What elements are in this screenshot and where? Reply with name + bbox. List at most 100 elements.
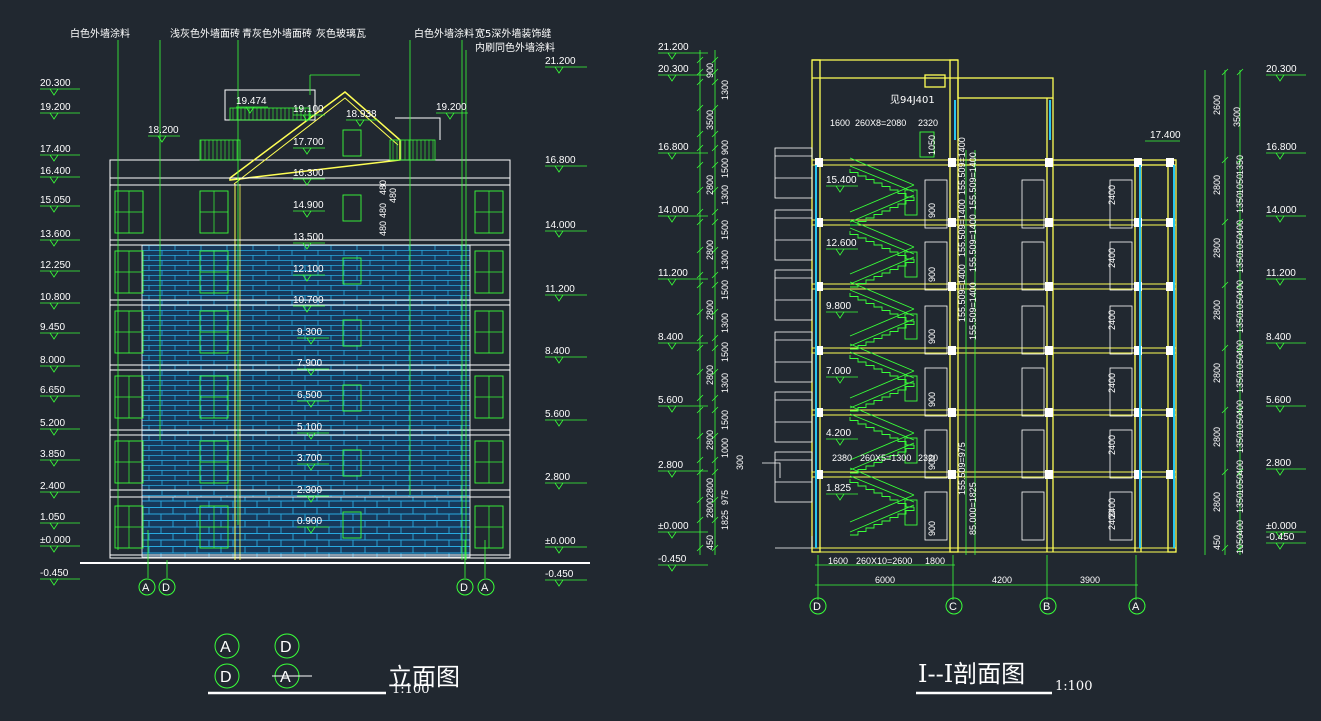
callout-white-coating-right: 白色外墙涂料 [414, 27, 474, 40]
section-left-dim: 3500 [705, 110, 715, 130]
section-right-dim: 2800 [1212, 238, 1222, 258]
section-left-dim: 1300 [720, 185, 730, 205]
inner-level-mark: 19.474 [236, 96, 267, 107]
svg-text:D: D [280, 639, 292, 656]
inner-level-mark: 16.300 [293, 168, 324, 179]
section-right-dim: 2800 [1212, 300, 1222, 320]
section-right-dim-2: 1350 [1235, 253, 1245, 273]
callout-blue-gray-tile: 青灰色外墙面砖 [242, 27, 312, 40]
section-left-dim: 450 [705, 535, 715, 550]
vert-dim-3: 480 [378, 203, 388, 218]
legend-bubble-a-bottom: A [272, 663, 312, 689]
elevation-title: 立面图 [388, 663, 460, 691]
room-height: 2400 [1107, 510, 1117, 530]
inner-level-mark: 10.700 [293, 295, 324, 306]
section-right-dim-2: 400 [1235, 340, 1245, 355]
section-right-level: 14.000 [1266, 205, 1297, 216]
stair-landing-level: 7.000 [826, 366, 851, 377]
axis-bubble-a-right: A [477, 578, 495, 596]
section-right-dim: 2800 [1212, 492, 1222, 512]
left-level-mark: 16.400 [40, 166, 71, 177]
section-right-dim-2: 400 [1235, 400, 1245, 415]
section-left-dim: 1300 [720, 313, 730, 333]
stair-dim-top-3: 2320 [918, 118, 938, 128]
section-left-dim: 900 [720, 140, 730, 155]
legend-bubble-a: A [214, 633, 240, 659]
inner-level-mark: 18.200 [148, 125, 179, 136]
section-right-dim-2: 400 [1235, 280, 1245, 295]
inner-level-mark: 17.700 [293, 137, 324, 148]
left-level-mark: 1.050 [40, 512, 65, 523]
svg-text:B: B [1043, 601, 1050, 613]
section-right-dim-2: 1350 [1235, 155, 1245, 175]
inner-level-mark: 3.700 [297, 453, 322, 464]
vert-dim-1: 480 [378, 180, 388, 195]
section-left-level: 2.800 [658, 460, 683, 471]
inner-level-mark: 13.500 [293, 232, 324, 243]
rail-dim: 900 [927, 267, 937, 282]
svg-text:A: A [142, 582, 150, 594]
section-left-level: 11.200 [658, 268, 688, 279]
section-right-dim-2: 1350 [1235, 193, 1245, 213]
section-left-level: ±0.000 [658, 521, 689, 532]
svg-text:C: C [949, 601, 957, 613]
section-right-dim-2: 1050 [1235, 354, 1245, 374]
inner-level-mark: 18.938 [346, 109, 377, 120]
elevation-scale: 1:100 [392, 682, 429, 697]
section-left-dim: 2800 [705, 498, 715, 518]
section-right-level: 5.600 [1266, 395, 1291, 406]
right-level-mark: ±0.000 [545, 536, 576, 547]
window-note: 155.509=975 [957, 442, 967, 495]
left-level-mark: -0.450 [40, 568, 69, 579]
section-right-level: 8.400 [1266, 332, 1291, 343]
section-left-dim: 2800 [705, 365, 715, 385]
rail-dim: 900 [927, 392, 937, 407]
section-right-dim: 2800 [1212, 427, 1222, 447]
svg-text:A: A [220, 639, 231, 656]
section-right-dim: 2800 [1212, 363, 1222, 383]
room-height: 2400 [1107, 248, 1117, 268]
stair-dim-top-1: 1600 [830, 118, 850, 128]
left-level-mark: 3.850 [40, 449, 65, 460]
section-left-level: 14.000 [658, 205, 689, 216]
left-level-mark: 15.050 [40, 195, 71, 206]
svg-text:D: D [220, 669, 232, 686]
section-left-dim: 2800 [705, 175, 715, 195]
axis-dim-2: 4200 [992, 575, 1012, 585]
right-level-mark: 2.800 [545, 472, 570, 483]
legend-bubble-d-bottom: D [214, 663, 240, 689]
svg-text:D: D [813, 601, 821, 613]
svg-text:A: A [481, 582, 489, 594]
axis-bubble-a: A [1128, 597, 1146, 615]
room-height: 2400 [1107, 498, 1117, 518]
section-right-dim-2: 1350 [1235, 433, 1245, 453]
axis-bubble-d-left: D [158, 578, 176, 596]
section-left-dim: 1300 [720, 250, 730, 270]
section-left-level: 21.200 [658, 42, 689, 53]
section-left-dim: 2800 [705, 300, 715, 320]
rail-dim: 1050 [927, 135, 937, 155]
front-elevation-drawing: 白色外墙涂料 浅灰色外墙面砖 青灰色外墙面砖 灰色玻璃瓦 白色外墙涂料 宽5深外… [40, 27, 590, 697]
section-left-dim: 1500 [720, 158, 730, 178]
left-level-mark: 6.650 [40, 385, 65, 396]
section-right-dim-2: 1050 [1235, 234, 1245, 254]
left-level-mark: 5.200 [40, 418, 65, 429]
section-right-dim-2: 1350 [1235, 313, 1245, 333]
bottom-dim-1: 1600 [828, 556, 848, 566]
left-level-mark: 8.000 [40, 355, 65, 366]
callout-gray-glass-tile: 灰色玻璃瓦 [316, 27, 366, 40]
svg-text:A: A [1132, 601, 1140, 613]
section-left-level: -0.450 [658, 554, 687, 565]
inner-level-mark: 14.900 [293, 200, 324, 211]
right-level-mark: 5.600 [545, 409, 570, 420]
section-right-dim: 450 [1212, 535, 1222, 550]
stair-dim-bottom-3: 2320 [918, 453, 938, 463]
section-left-dim: 2800 [705, 430, 715, 450]
stair-dim-top-2: 260X8=2080 [855, 118, 906, 128]
stair-landing-level: 12.600 [826, 238, 857, 249]
section-roof-level: 17.400 [1150, 130, 1181, 141]
inner-level-mark: 6.500 [297, 390, 322, 401]
window-note: 155.509=1400 [968, 152, 978, 210]
rail-dim: 900 [927, 329, 937, 344]
